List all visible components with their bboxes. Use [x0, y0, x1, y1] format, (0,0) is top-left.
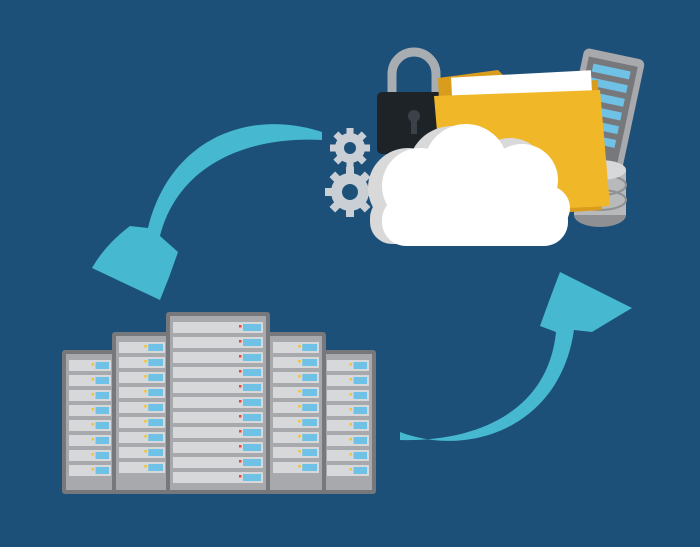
server-tower-left-inner: [112, 332, 172, 494]
sync-arrow-down-icon: [92, 124, 322, 300]
cloud-icon: [368, 124, 570, 246]
server-rack-icon: [62, 312, 376, 494]
server-tower-right-inner: [266, 332, 326, 494]
server-tower-right-outer: [320, 350, 376, 494]
server-tower-left-outer: [62, 350, 118, 494]
gear-icon: [325, 128, 375, 217]
server-tower-center: [166, 312, 270, 494]
sync-arrow-up-icon: [400, 272, 632, 441]
